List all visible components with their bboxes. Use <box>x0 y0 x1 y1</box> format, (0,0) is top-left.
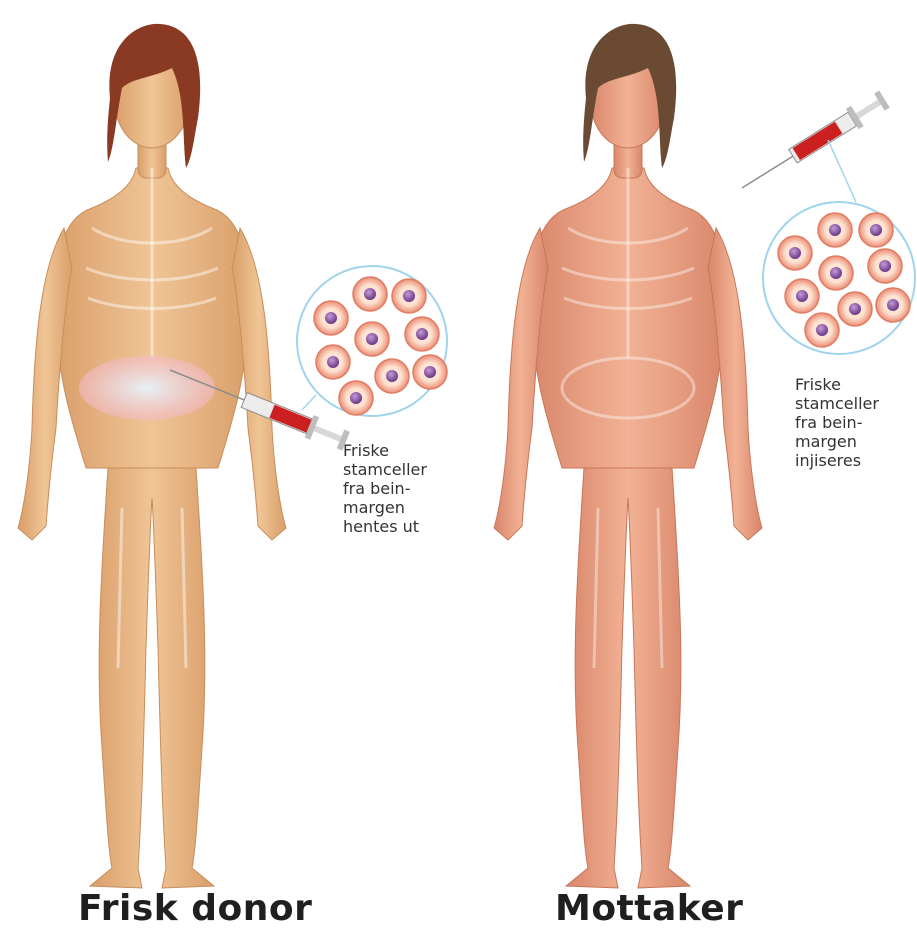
stem-cell-icon <box>392 279 426 313</box>
donor-pelvis-highlight <box>79 356 215 420</box>
stem-cell-icon <box>868 249 902 283</box>
recipient-syringe-icon <box>736 89 891 198</box>
stem-cell-icon <box>355 322 389 356</box>
stem-cell-icon <box>353 277 387 311</box>
recipient-title: Mottaker <box>555 888 743 929</box>
recipient-caption: Friske stamceller fra bein- margen injis… <box>795 375 879 470</box>
donor-cell-bubble <box>297 266 447 416</box>
stem-cell-icon <box>339 381 373 415</box>
stem-cell-icon <box>838 292 872 326</box>
donor-title: Frisk donor <box>78 888 312 929</box>
stem-cell-icon <box>375 359 409 393</box>
stem-cell-icon <box>778 236 812 270</box>
stem-cell-icon <box>859 213 893 247</box>
stem-cell-icon <box>818 213 852 247</box>
donor-figure-icon <box>18 24 286 888</box>
stem-cell-icon <box>819 256 853 290</box>
stem-cell-icon <box>316 345 350 379</box>
recipient-figure-icon <box>494 24 762 888</box>
stem-cell-icon <box>314 301 348 335</box>
stem-cell-icon <box>785 279 819 313</box>
stem-cell-icon <box>876 288 910 322</box>
donor-caption: Friske stamceller fra bein- margen hente… <box>343 441 427 536</box>
stem-cell-icon <box>413 355 447 389</box>
stem-cell-icon <box>405 317 439 351</box>
stem-cell-icon <box>805 313 839 347</box>
recipient-cell-bubble <box>763 202 915 354</box>
